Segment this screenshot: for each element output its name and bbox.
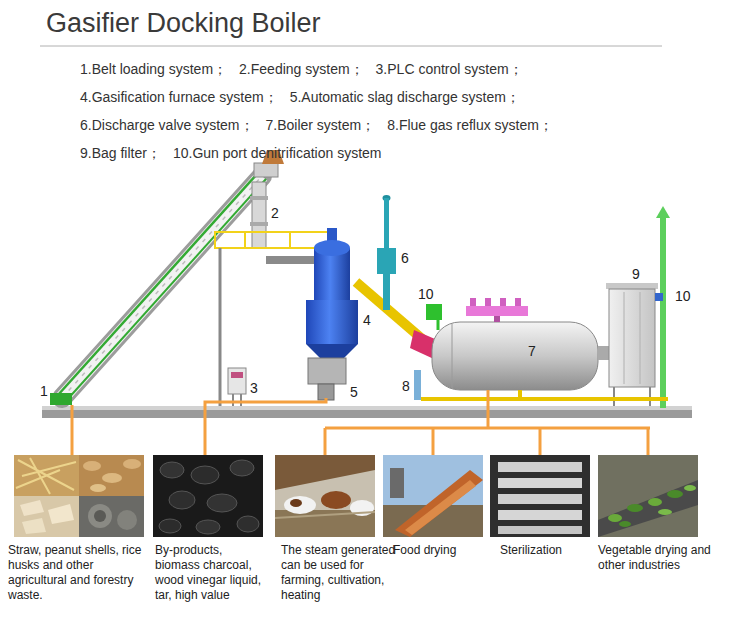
callout-number: 10 [418,286,434,302]
photo-caption: Straw, peanut shells, rice husks and oth… [8,543,146,603]
photo-panel: Sterilization [500,455,590,558]
callout-number: 3 [250,380,258,396]
legend-row: 6.Discharge valve system； 7.Boiler system… [80,116,565,134]
photo-caption: Food drying [393,543,483,558]
callout-number: 2 [271,205,279,221]
system-list-item: 10.Gun port denitrification system [173,144,382,162]
legend-row: 9.Bag filter； 10.Gun port denitrification… [80,144,393,162]
system-list-item: 5.Automatic slag discharge system； [290,88,520,106]
photo-panel: By-products, biomass charcoal, wood vine… [155,455,263,603]
photo-panel: Food drying [393,455,483,558]
system-list-item: 9.Bag filter； [80,144,161,162]
photo-panel: Straw, peanut shells, rice husks and oth… [8,455,146,603]
system-list-item: 2.Feeding system； [239,60,364,78]
callout-number: 7 [528,343,536,359]
legend-row: 4.Gasification furnace system； 5.Automati… [80,88,532,106]
system-list-item: 1.Belt loading system； [80,60,227,78]
callout-number: 6 [401,250,409,266]
photo-caption: By-products, biomass charcoal, wood vine… [155,543,263,603]
photo-farm [275,455,375,537]
system-list-item: 8.Flue gas reflux system； [387,116,553,134]
legend-row: 1.Belt loading system； 2.Feeding system； 3… [80,60,535,78]
photo-food-drying [383,455,483,537]
callout-number: 10 [675,288,691,304]
photo-panel: Vegetable drying and other industries [598,455,724,573]
photo-biomass [14,455,144,537]
photo-vegetable-drying [598,455,698,537]
diagram-title: Gasifier Docking Boiler [46,7,321,39]
photo-charcoal [153,455,263,537]
photo-sterilization [490,455,590,537]
photo-caption: Sterilization [500,543,590,558]
photo-caption: Vegetable drying and other industries [598,543,724,573]
photo-panel: The steam generated can be used for farm… [281,455,399,603]
callout-number: 8 [402,378,410,394]
system-list-item: 7.Boiler system； [266,116,376,134]
callout-number: 5 [350,384,358,400]
system-list-item: 4.Gasification furnace system； [80,88,278,106]
callout-number: 1 [40,383,48,399]
system-list-item: 6.Discharge valve system； [80,116,254,134]
callout-number: 9 [632,266,640,282]
callout-number: 4 [363,312,371,328]
system-list-item: 3.PLC control system； [376,60,523,78]
photo-caption: The steam generated can be used for farm… [281,543,399,603]
